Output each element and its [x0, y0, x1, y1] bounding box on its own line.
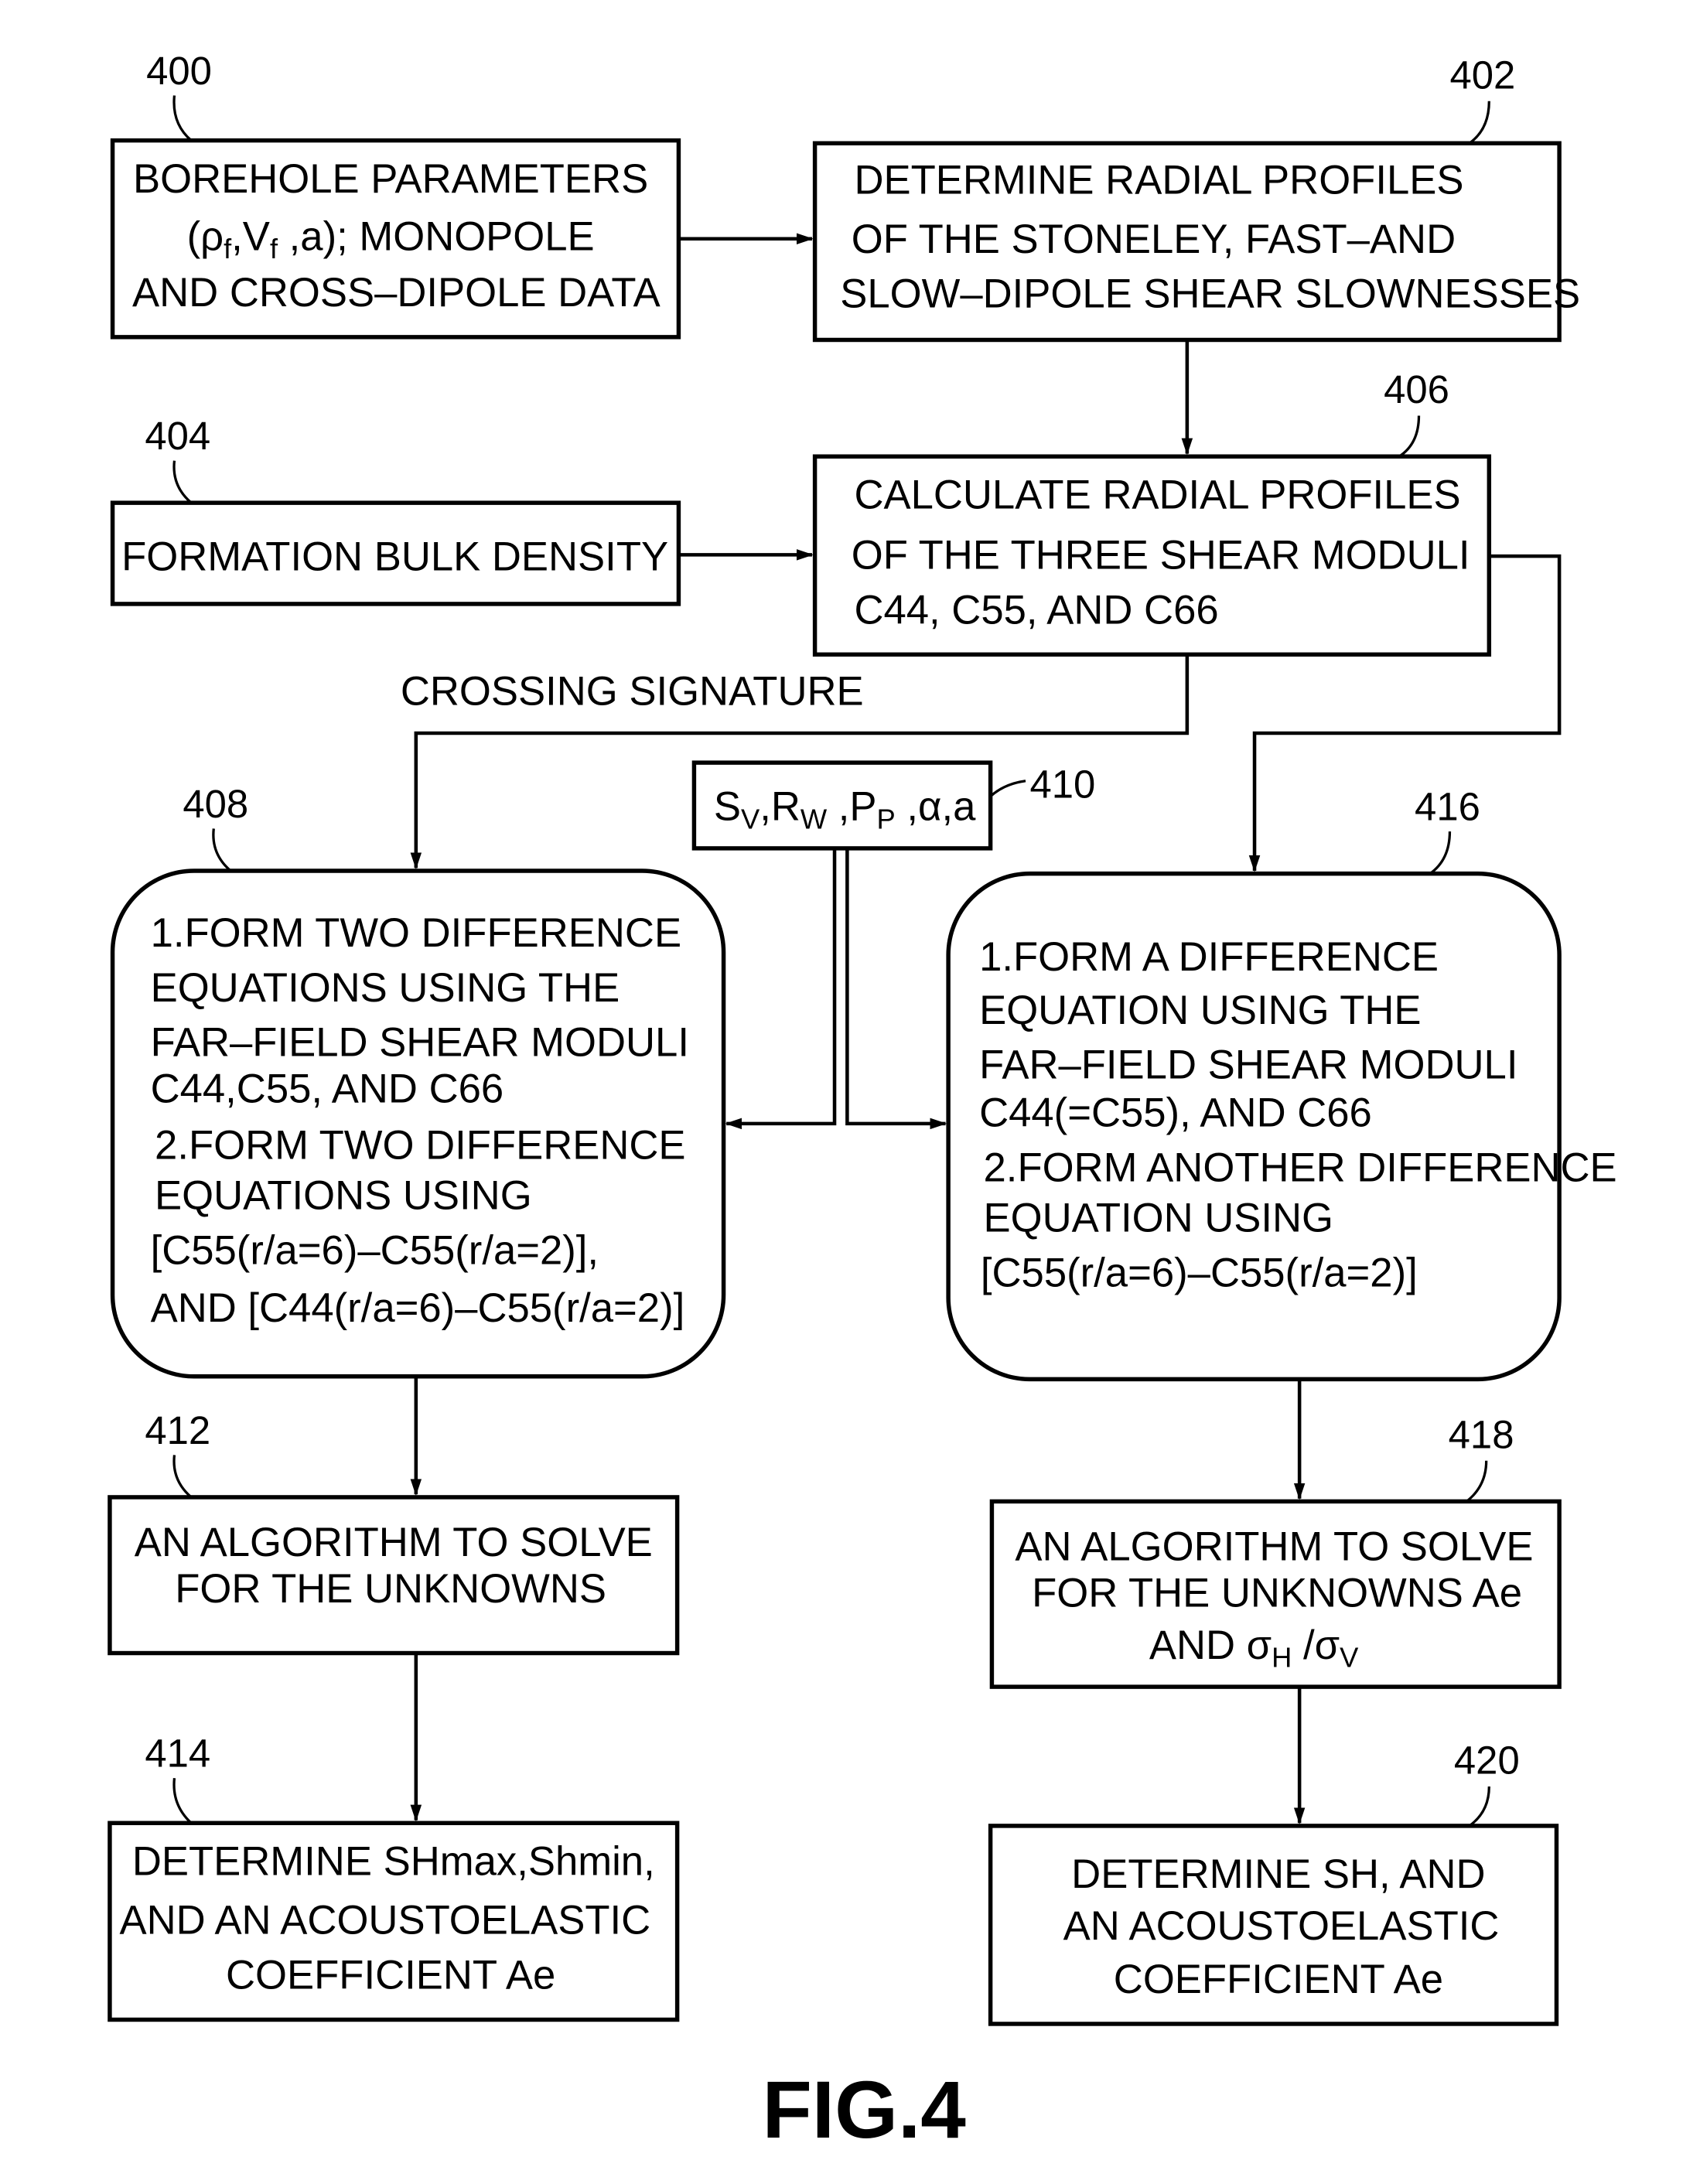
ref-412: 412: [145, 1408, 210, 1452]
arrow-410-416: [847, 848, 945, 1124]
box-text: COEFFICIENT Ae: [1114, 1957, 1443, 2002]
ref-402: 402: [1449, 53, 1515, 97]
ref-404: 404: [145, 414, 210, 458]
box-text: C44,C55, AND C66: [151, 1066, 504, 1112]
box-414-determine-shmax-shmin: DETERMINE SHmax,Shmin, AND AN ACOUSTOELA…: [110, 1823, 678, 2019]
box-text: DETERMINE SHmax,Shmin,: [132, 1838, 655, 1884]
box-404-formation-bulk-density: FORMATION BULK DENSITY: [113, 503, 679, 604]
box-text: [C55(r/a=6)–C55(r/a=2)],: [151, 1227, 599, 1273]
box-text: BOREHOLE PARAMETERS: [133, 156, 648, 202]
box-text: AN ACOUSTOELASTIC: [1063, 1903, 1500, 1949]
box-text: AND AN ACOUSTOELASTIC: [120, 1898, 651, 1943]
ref-414: 414: [145, 1732, 210, 1776]
box-text: EQUATION USING: [984, 1196, 1334, 1241]
box-text: AND σH /σV: [1149, 1623, 1359, 1674]
ref-400: 400: [146, 49, 212, 93]
box-text: AN ALGORITHM TO SOLVE: [135, 1520, 653, 1565]
ref-408: 408: [183, 782, 248, 826]
box-text: FOR THE UNKNOWNS: [175, 1566, 606, 1612]
figure-label: FIG.4: [762, 2065, 966, 2155]
box-400-borehole-parameters: BOREHOLE PARAMETERS (ρf,Vf ,a); MONOPOLE…: [113, 141, 679, 337]
box-text: FOR THE UNKNOWNS Ae: [1032, 1571, 1522, 1616]
box-text: DETERMINE SH, AND: [1071, 1851, 1485, 1897]
ref-406: 406: [1384, 367, 1449, 411]
box-text: EQUATIONS USING THE: [151, 965, 620, 1011]
box-text: DETERMINE RADIAL PROFILES: [854, 158, 1463, 203]
box-420-determine-sh: DETERMINE SH, AND AN ACOUSTOELASTIC COEF…: [991, 1826, 1557, 2024]
box-text: COEFFICIENT Ae: [226, 1953, 555, 1998]
box-text: AND [C44(r/a=6)–C55(r/a=2)]: [151, 1285, 685, 1331]
box-text: EQUATIONS USING: [155, 1173, 532, 1219]
box-text: FAR–FIELD SHEAR MODULI: [979, 1043, 1517, 1088]
box-416-difference-equation: 1.FORM A DIFFERENCE EQUATION USING THE F…: [948, 874, 1617, 1380]
box-text: AND CROSS–DIPOLE DATA: [132, 270, 661, 316]
box-text: 2.FORM ANOTHER DIFFERENCE: [984, 1145, 1617, 1190]
box-text: EQUATION USING THE: [979, 988, 1421, 1033]
box-text: C44(=C55), AND C66: [979, 1090, 1372, 1135]
box-text: FORMATION BULK DENSITY: [121, 534, 668, 579]
box-412-algorithm: AN ALGORITHM TO SOLVE FOR THE UNKNOWNS: [110, 1497, 678, 1653]
box-text: 1.FORM A DIFFERENCE: [979, 934, 1439, 980]
arrow-410-408: [726, 848, 835, 1124]
box-410-inputs: SV,RW ,PP ,α,a: [694, 763, 990, 848]
box-text: OF THE THREE SHEAR MODULI: [852, 533, 1470, 578]
box-408-two-difference-equations: 1.FORM TWO DIFFERENCE EQUATIONS USING TH…: [113, 871, 724, 1377]
box-402-determine-radial-profiles: DETERMINE RADIAL PROFILES OF THE STONELE…: [815, 143, 1581, 340]
box-text: CALCULATE RADIAL PROFILES: [854, 472, 1460, 517]
box-text: AN ALGORITHM TO SOLVE: [1015, 1524, 1533, 1570]
ref-420: 420: [1454, 1739, 1520, 1783]
ref-418: 418: [1449, 1412, 1514, 1456]
box-text: 2.FORM TWO DIFFERENCE: [155, 1122, 686, 1168]
ref-410: 410: [1029, 763, 1095, 807]
box-text: C44, C55, AND C66: [854, 587, 1218, 633]
box-text: FAR–FIELD SHEAR MODULI: [151, 1020, 689, 1066]
box-text: [C55(r/a=6)–C55(r/a=2)]: [981, 1251, 1418, 1296]
ref-416: 416: [1415, 785, 1480, 829]
box-text: 1.FORM TWO DIFFERENCE: [151, 910, 682, 956]
crossing-signature-label: CROSSING SIGNATURE: [401, 669, 864, 715]
box-418-algorithm-ae: AN ALGORITHM TO SOLVE FOR THE UNKNOWNS A…: [992, 1501, 1559, 1687]
box-text: (ρf,Vf ,a); MONOPOLE: [187, 213, 595, 264]
box-text: SLOW–DIPOLE SHEAR SLOWNESSES: [840, 271, 1580, 317]
box-406-calculate-shear-moduli: CALCULATE RADIAL PROFILES OF THE THREE S…: [815, 456, 1490, 654]
box-text: OF THE STONELEY, FAST–AND: [852, 217, 1456, 262]
